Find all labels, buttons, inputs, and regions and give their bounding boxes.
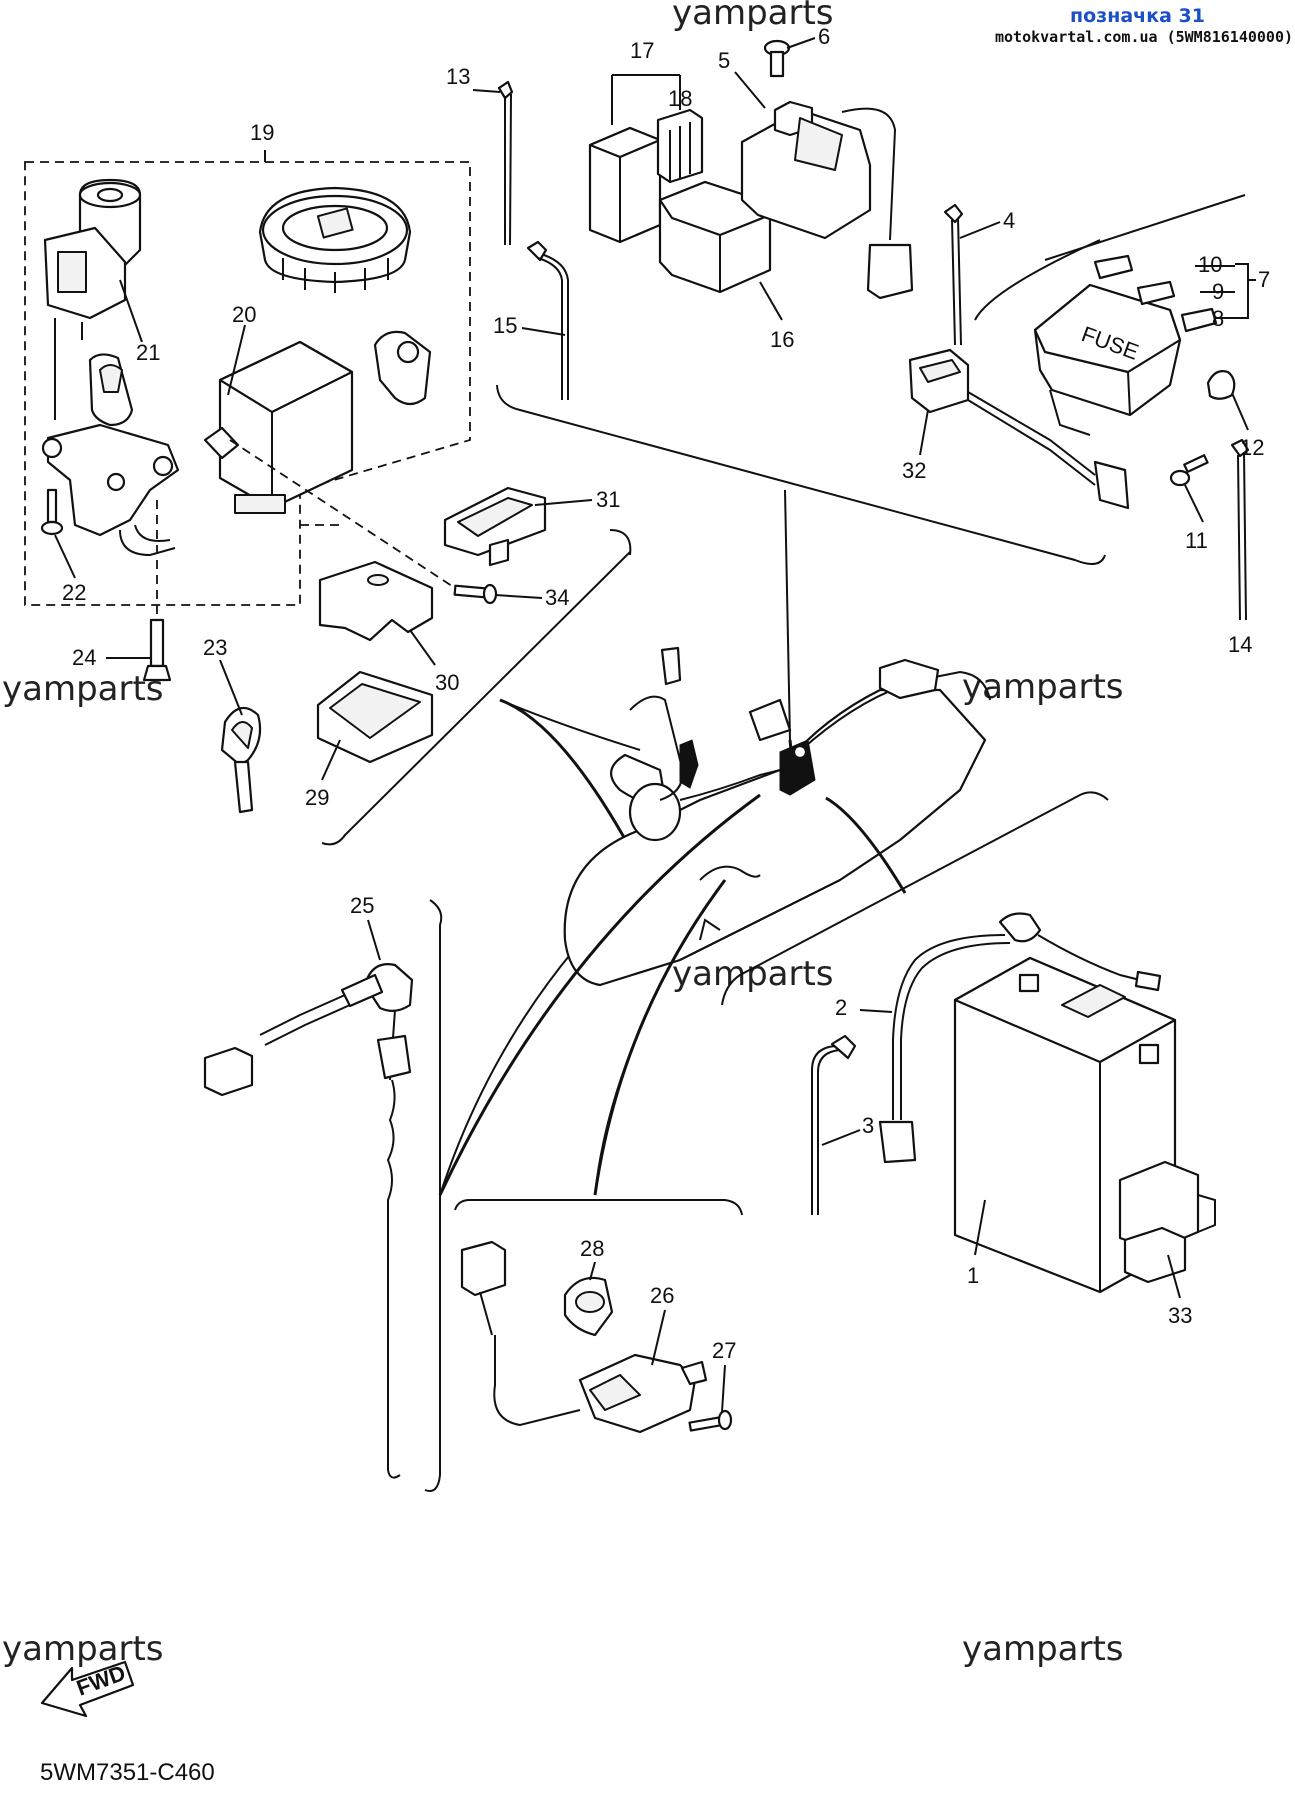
part-28-clamp xyxy=(563,1276,614,1337)
callout-34: 34 xyxy=(545,585,569,610)
part-33-relay xyxy=(1118,1160,1216,1284)
callout-13: 13 xyxy=(446,64,470,89)
callout-6: 6 xyxy=(818,24,830,49)
harness-pointer-1 xyxy=(788,739,794,761)
callout-24: 24 xyxy=(72,645,96,670)
callout-11: 11 xyxy=(1185,528,1208,553)
callout-20: 20 xyxy=(232,302,256,327)
fuse-box: FUSE xyxy=(1033,283,1182,436)
part-22-bolt xyxy=(40,488,64,536)
callout-27: 27 xyxy=(712,1338,736,1363)
part-31-rubber-cover xyxy=(443,486,547,567)
callout-1: 1 xyxy=(967,1263,979,1288)
part-19-fuel-cap xyxy=(258,186,412,293)
part-18-connector xyxy=(656,108,704,184)
part-2-battery-lead xyxy=(878,912,1162,1164)
callout-21: 21 xyxy=(136,340,160,365)
callout-18: 18 xyxy=(668,86,692,111)
watermark-bottom-left: yamparts xyxy=(2,1629,164,1669)
harness-pointer-4 xyxy=(593,879,727,1196)
motorcycle-outline xyxy=(563,646,991,987)
fuses-8-9-10 xyxy=(1093,254,1218,333)
diagram-code: 5WM7351-C460 xyxy=(40,1759,215,1786)
callout-3: 3 xyxy=(862,1113,874,1138)
part-6-bolt xyxy=(763,39,791,78)
callout-25: 25 xyxy=(350,893,374,918)
callout-8: 8 xyxy=(1212,306,1224,331)
callout-29: 29 xyxy=(305,785,329,810)
part-30-bracket xyxy=(318,560,434,642)
harness-pointer-3 xyxy=(438,793,761,1196)
callout-32: 32 xyxy=(902,458,926,483)
callout-15: 15 xyxy=(493,313,517,338)
watermark-center: yamparts xyxy=(672,954,834,994)
callout-9: 9 xyxy=(1212,279,1224,304)
part-29-damper xyxy=(316,670,434,764)
callout-2: 2 xyxy=(835,995,847,1020)
callout-22: 22 xyxy=(62,580,86,605)
watermark-left: yamparts xyxy=(2,669,164,709)
watermark-bottom-right: yamparts xyxy=(962,1629,1124,1669)
callout-10: 10 xyxy=(1198,252,1222,277)
callout-14: 14 xyxy=(1228,632,1252,657)
callout-5: 5 xyxy=(718,48,730,73)
harness-pointer-2 xyxy=(825,796,907,894)
part-14-cable-tie xyxy=(1230,438,1250,621)
part-32-connector xyxy=(908,348,1130,510)
part-12-grommet xyxy=(1206,370,1236,400)
part-25-sensor xyxy=(203,963,414,1479)
callout-4: 4 xyxy=(1003,208,1015,233)
callout-31: 31 xyxy=(596,487,620,512)
part-15-cable-tie xyxy=(526,240,569,400)
part-34-screw xyxy=(229,439,498,605)
callout-19: 19 xyxy=(250,120,274,145)
mark-label: позначка 31 xyxy=(1070,5,1205,27)
part-23-key xyxy=(220,706,262,814)
part-26-switch xyxy=(460,1240,708,1434)
callout-numbers: 1 2 3 4 5 6 7 8 9 10 11 12 13 14 15 16 1… xyxy=(62,24,1270,1363)
callout-23: 23 xyxy=(203,635,227,660)
fuel-cap-lock-part xyxy=(373,330,432,406)
callout-7: 7 xyxy=(1258,267,1270,292)
part-24-bolt xyxy=(142,500,172,682)
part-17-relay xyxy=(588,126,662,244)
watermark-top: yamparts xyxy=(672,0,834,33)
group-to-bike-line xyxy=(499,698,632,849)
part-27-screw xyxy=(688,1409,733,1432)
callout-26: 26 xyxy=(650,1283,674,1308)
part-4-cable-tie xyxy=(943,203,964,346)
part-13-cable-tie xyxy=(497,80,514,246)
site-reference: motokvartal.com.ua (5WM816140000) xyxy=(995,28,1293,46)
callout-28: 28 xyxy=(580,1236,604,1261)
part-11-screw xyxy=(1169,454,1209,487)
callout-12: 12 xyxy=(1240,435,1264,460)
part-3-cable-tie xyxy=(811,1034,857,1215)
callout-33: 33 xyxy=(1168,1303,1192,1328)
part-20-ecu-box xyxy=(203,340,354,514)
leader-lines xyxy=(54,37,1256,1413)
callout-17: 17 xyxy=(630,38,654,63)
callout-16: 16 xyxy=(770,327,794,352)
main-switch xyxy=(41,353,180,557)
watermark-right: yamparts xyxy=(962,667,1124,707)
part-21-steering-lock-housing xyxy=(43,178,142,420)
callout-30: 30 xyxy=(435,670,459,695)
part-5-starter-relay xyxy=(740,100,914,300)
